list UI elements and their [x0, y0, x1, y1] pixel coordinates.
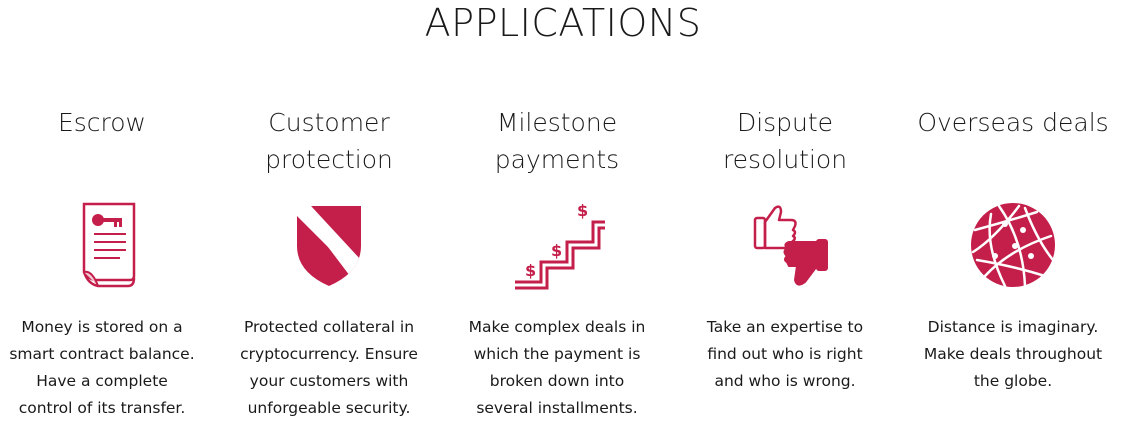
application-heading: Customer protection [265, 108, 393, 174]
contract-key-icon [54, 200, 150, 290]
application-dispute-resolution: Dispute resolution Take an expertise to … [675, 104, 895, 390]
application-customer-protection: Customer protection Protected collateral [219, 104, 439, 417]
application-description: Take an expertise to find out who is rig… [706, 318, 864, 390]
application-description: Protected collateral in cryptocurrency. … [240, 318, 418, 417]
section-title: APPLICATIONS [424, 1, 702, 45]
svg-text:$: $ [525, 261, 536, 280]
shield-icon [281, 200, 377, 290]
application-escrow: Escrow Money is stored on a smart contra… [0, 104, 212, 417]
application-heading: Milestone payments [494, 108, 620, 174]
svg-text:$: $ [551, 241, 562, 260]
application-overseas-deals: Overseas deals [903, 104, 1123, 390]
thumbs-up-down-icon [737, 200, 833, 290]
applications-list: Escrow Money is stored on a smart contra… [0, 104, 1126, 424]
globe-icon [965, 200, 1061, 290]
application-description: Make complex deals in which the payment … [468, 318, 646, 417]
application-milestone-payments: Milestone payments $ $ $ Make complex de… [447, 104, 667, 417]
staircase-dollar-icon: $ $ $ [509, 200, 605, 290]
svg-text:$: $ [577, 201, 588, 220]
application-description: Distance is imaginary. Make deals throug… [923, 318, 1103, 390]
application-heading: Escrow [57, 108, 147, 137]
application-description: Money is stored on a smart contract bala… [9, 318, 195, 417]
application-heading: Dispute resolution [722, 108, 848, 174]
application-heading: Overseas deals [917, 108, 1109, 137]
